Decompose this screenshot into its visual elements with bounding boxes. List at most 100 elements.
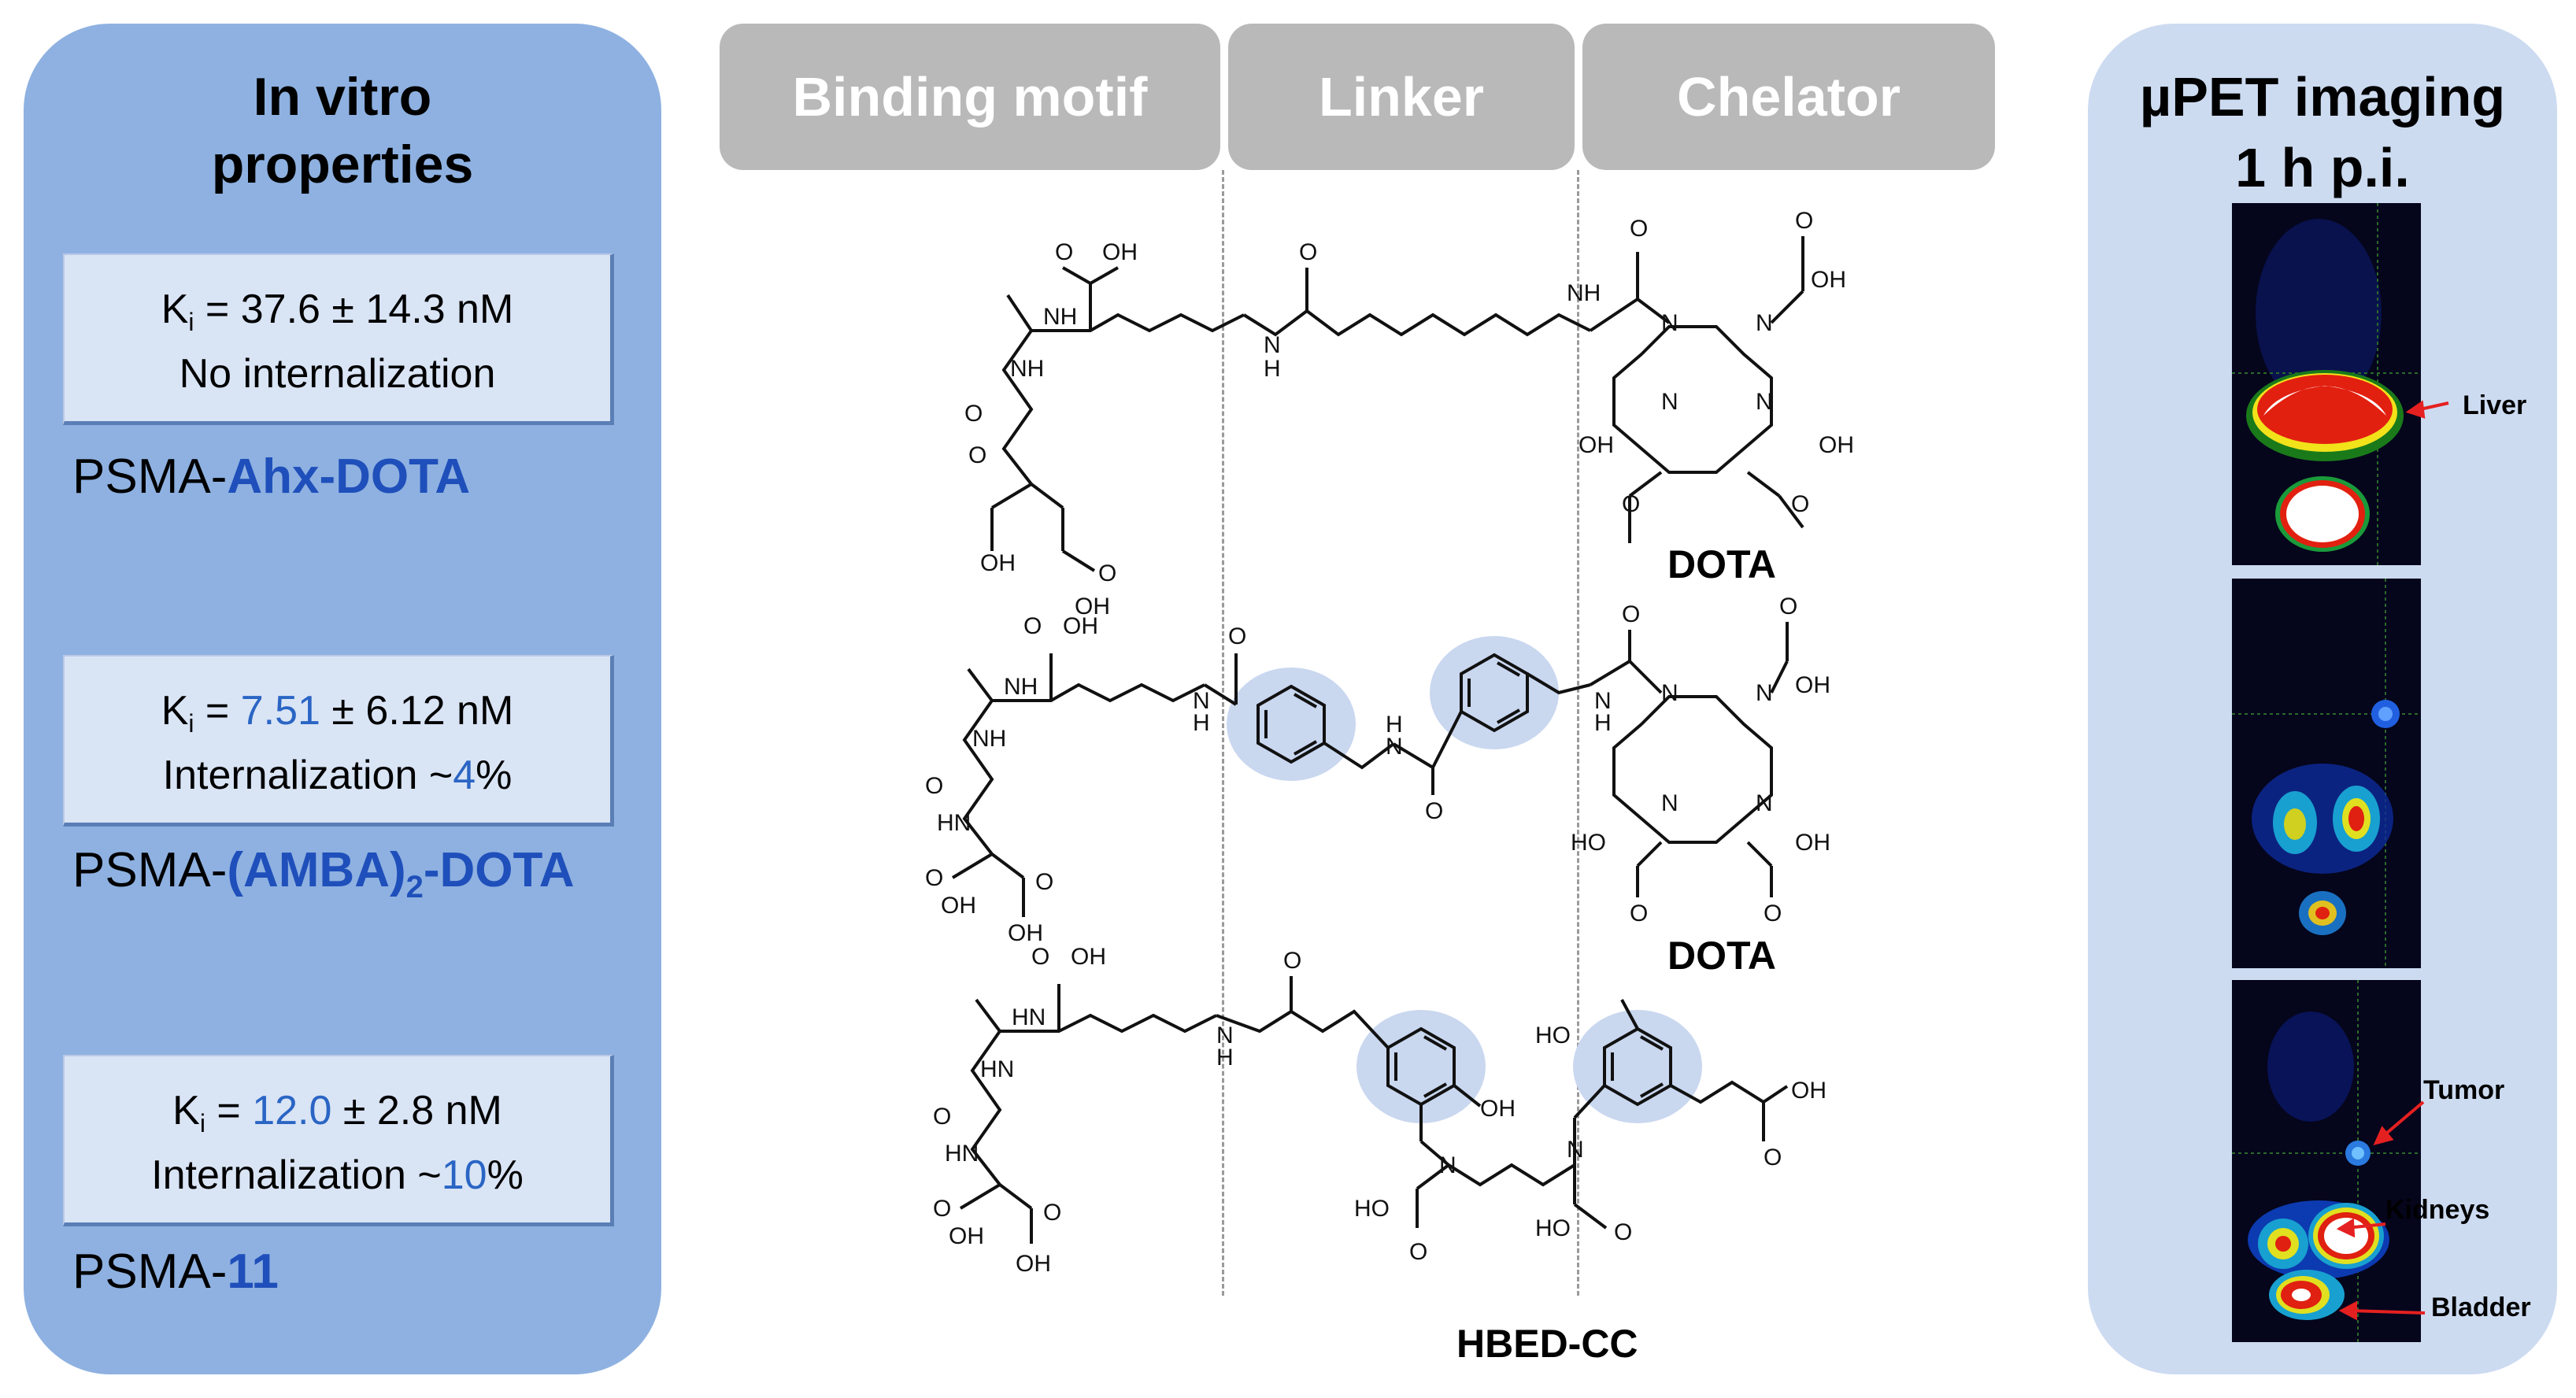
svg-text:HO: HO bbox=[1535, 1215, 1571, 1241]
compound-name-amba-dota: PSMA-(AMBA)2-DOTA bbox=[72, 843, 575, 904]
internalization-line: Internalization ~10% bbox=[151, 1152, 524, 1198]
svg-text:O: O bbox=[925, 773, 943, 799]
svg-text:O: O bbox=[1622, 601, 1640, 627]
chelator-label-dota-2: DOTA bbox=[1667, 934, 1776, 978]
svg-text:O: O bbox=[1031, 944, 1049, 970]
svg-text:N: N bbox=[1756, 389, 1773, 415]
svg-text:N: N bbox=[1756, 680, 1773, 706]
svg-text:N: N bbox=[1264, 332, 1281, 358]
svg-text:HN: HN bbox=[1012, 1004, 1046, 1030]
ki-box-ahx-dota: Ki = 37.6 ± 14.3 nM No internalization bbox=[63, 253, 614, 425]
svg-text:N: N bbox=[1756, 790, 1773, 816]
svg-text:NH: NH bbox=[1567, 280, 1601, 306]
svg-text:NH: NH bbox=[1004, 674, 1038, 700]
panel-title-line2: properties bbox=[211, 135, 474, 194]
svg-text:O: O bbox=[968, 442, 986, 468]
svg-text:O: O bbox=[1791, 491, 1809, 517]
svg-text:HN: HN bbox=[945, 1141, 979, 1167]
chelator-label-hbed-cc: HBED-CC bbox=[1456, 1322, 1638, 1366]
svg-text:OH: OH bbox=[1579, 432, 1614, 458]
amba-highlight-1 bbox=[1227, 668, 1356, 781]
organ-label-kidneys: Kidneys bbox=[2385, 1195, 2490, 1225]
svg-text:OH: OH bbox=[1795, 830, 1830, 856]
divider-linker-chelator bbox=[1577, 170, 1579, 1296]
svg-text:NH: NH bbox=[1043, 304, 1077, 330]
header-linker: Linker bbox=[1228, 24, 1575, 170]
divider-motif-linker bbox=[1222, 170, 1224, 1296]
organ-label-tumor: Tumor bbox=[2423, 1075, 2505, 1105]
compound-name-psma-11: PSMA-11 bbox=[72, 1245, 279, 1299]
chelator-label-dota-1: DOTA bbox=[1667, 542, 1776, 586]
svg-text:O: O bbox=[1409, 1239, 1427, 1265]
header-binding-motif: Binding motif bbox=[720, 24, 1220, 170]
pet-image-amba-dota bbox=[2232, 579, 2421, 968]
svg-text:OH: OH bbox=[1819, 432, 1854, 458]
header-chelator: Chelator bbox=[1582, 24, 1995, 170]
svg-text:OH: OH bbox=[1008, 920, 1043, 946]
svg-text:O: O bbox=[1299, 239, 1317, 265]
svg-text:O: O bbox=[1043, 1200, 1061, 1226]
in-vitro-panel: In vitro properties Ki = 37.6 ± 14.3 nM … bbox=[24, 24, 661, 1374]
svg-text:NH: NH bbox=[972, 726, 1006, 752]
svg-text:N: N bbox=[1439, 1152, 1456, 1178]
organ-label-liver: Liver bbox=[2463, 390, 2527, 420]
svg-text:OH: OH bbox=[941, 893, 976, 919]
internalization-line: Internalization ~4% bbox=[162, 753, 513, 798]
svg-text:N: N bbox=[1661, 389, 1678, 415]
svg-text:O: O bbox=[1764, 901, 1782, 926]
svg-text:H: H bbox=[1264, 356, 1281, 382]
svg-text:O: O bbox=[1283, 948, 1301, 974]
pet-title-line1: µPET imaging bbox=[2139, 66, 2506, 128]
svg-text:H: H bbox=[1386, 712, 1403, 738]
svg-text:N: N bbox=[1661, 680, 1678, 706]
svg-text:O: O bbox=[1764, 1145, 1782, 1171]
svg-text:O: O bbox=[1795, 208, 1813, 234]
svg-text:OH: OH bbox=[1102, 239, 1138, 265]
ki-line: Ki = 37.6 ± 14.3 nM bbox=[161, 287, 514, 336]
svg-text:OH: OH bbox=[1075, 594, 1110, 619]
internalization-line: No internalization bbox=[179, 351, 496, 397]
svg-text:HO: HO bbox=[1571, 830, 1606, 856]
svg-text:H: H bbox=[1193, 710, 1210, 736]
svg-text:O: O bbox=[1023, 613, 1042, 639]
svg-text:O: O bbox=[1035, 869, 1053, 895]
svg-text:N: N bbox=[1594, 688, 1612, 714]
panel-title-line1: In vitro bbox=[253, 67, 432, 127]
pet-image-ahx-dota bbox=[2232, 203, 2421, 565]
svg-text:OH: OH bbox=[1795, 672, 1830, 698]
svg-text:N: N bbox=[1661, 790, 1678, 816]
panel-title: In vitro properties bbox=[24, 63, 661, 198]
svg-text:OH: OH bbox=[949, 1223, 984, 1249]
svg-text:O: O bbox=[1425, 798, 1443, 824]
compound-name-ahx-dota: PSMA-Ahx-DOTA bbox=[72, 449, 471, 504]
ki-line: Ki = 7.51 ± 6.12 nM bbox=[161, 688, 514, 738]
svg-text:O: O bbox=[1055, 239, 1073, 265]
svg-text:H: H bbox=[1216, 1045, 1234, 1071]
svg-text:O: O bbox=[933, 1104, 951, 1130]
svg-text:OH: OH bbox=[1480, 1096, 1516, 1122]
svg-text:O: O bbox=[1630, 901, 1648, 926]
svg-text:O: O bbox=[1630, 216, 1648, 242]
svg-text:OH: OH bbox=[1071, 944, 1106, 970]
ki-box-amba-dota: Ki = 7.51 ± 6.12 nM Internalization ~4% bbox=[63, 655, 614, 827]
svg-text:OH: OH bbox=[1811, 267, 1846, 293]
svg-text:NH: NH bbox=[1010, 356, 1044, 382]
svg-text:OH: OH bbox=[1063, 613, 1098, 639]
svg-text:O: O bbox=[964, 401, 983, 427]
svg-text:N: N bbox=[1661, 310, 1678, 336]
hbed-highlight-1 bbox=[1356, 1010, 1486, 1123]
svg-text:O: O bbox=[1622, 491, 1640, 517]
organ-label-bladder: Bladder bbox=[2431, 1293, 2531, 1322]
svg-text:HO: HO bbox=[1535, 1023, 1571, 1048]
svg-text:O: O bbox=[1098, 560, 1116, 586]
ki-line: Ki = 12.0 ± 2.8 nM bbox=[172, 1088, 502, 1137]
svg-text:OH: OH bbox=[1791, 1078, 1827, 1104]
svg-text:O: O bbox=[1614, 1219, 1632, 1245]
svg-text:OH: OH bbox=[1016, 1251, 1051, 1277]
svg-text:O: O bbox=[925, 865, 943, 891]
